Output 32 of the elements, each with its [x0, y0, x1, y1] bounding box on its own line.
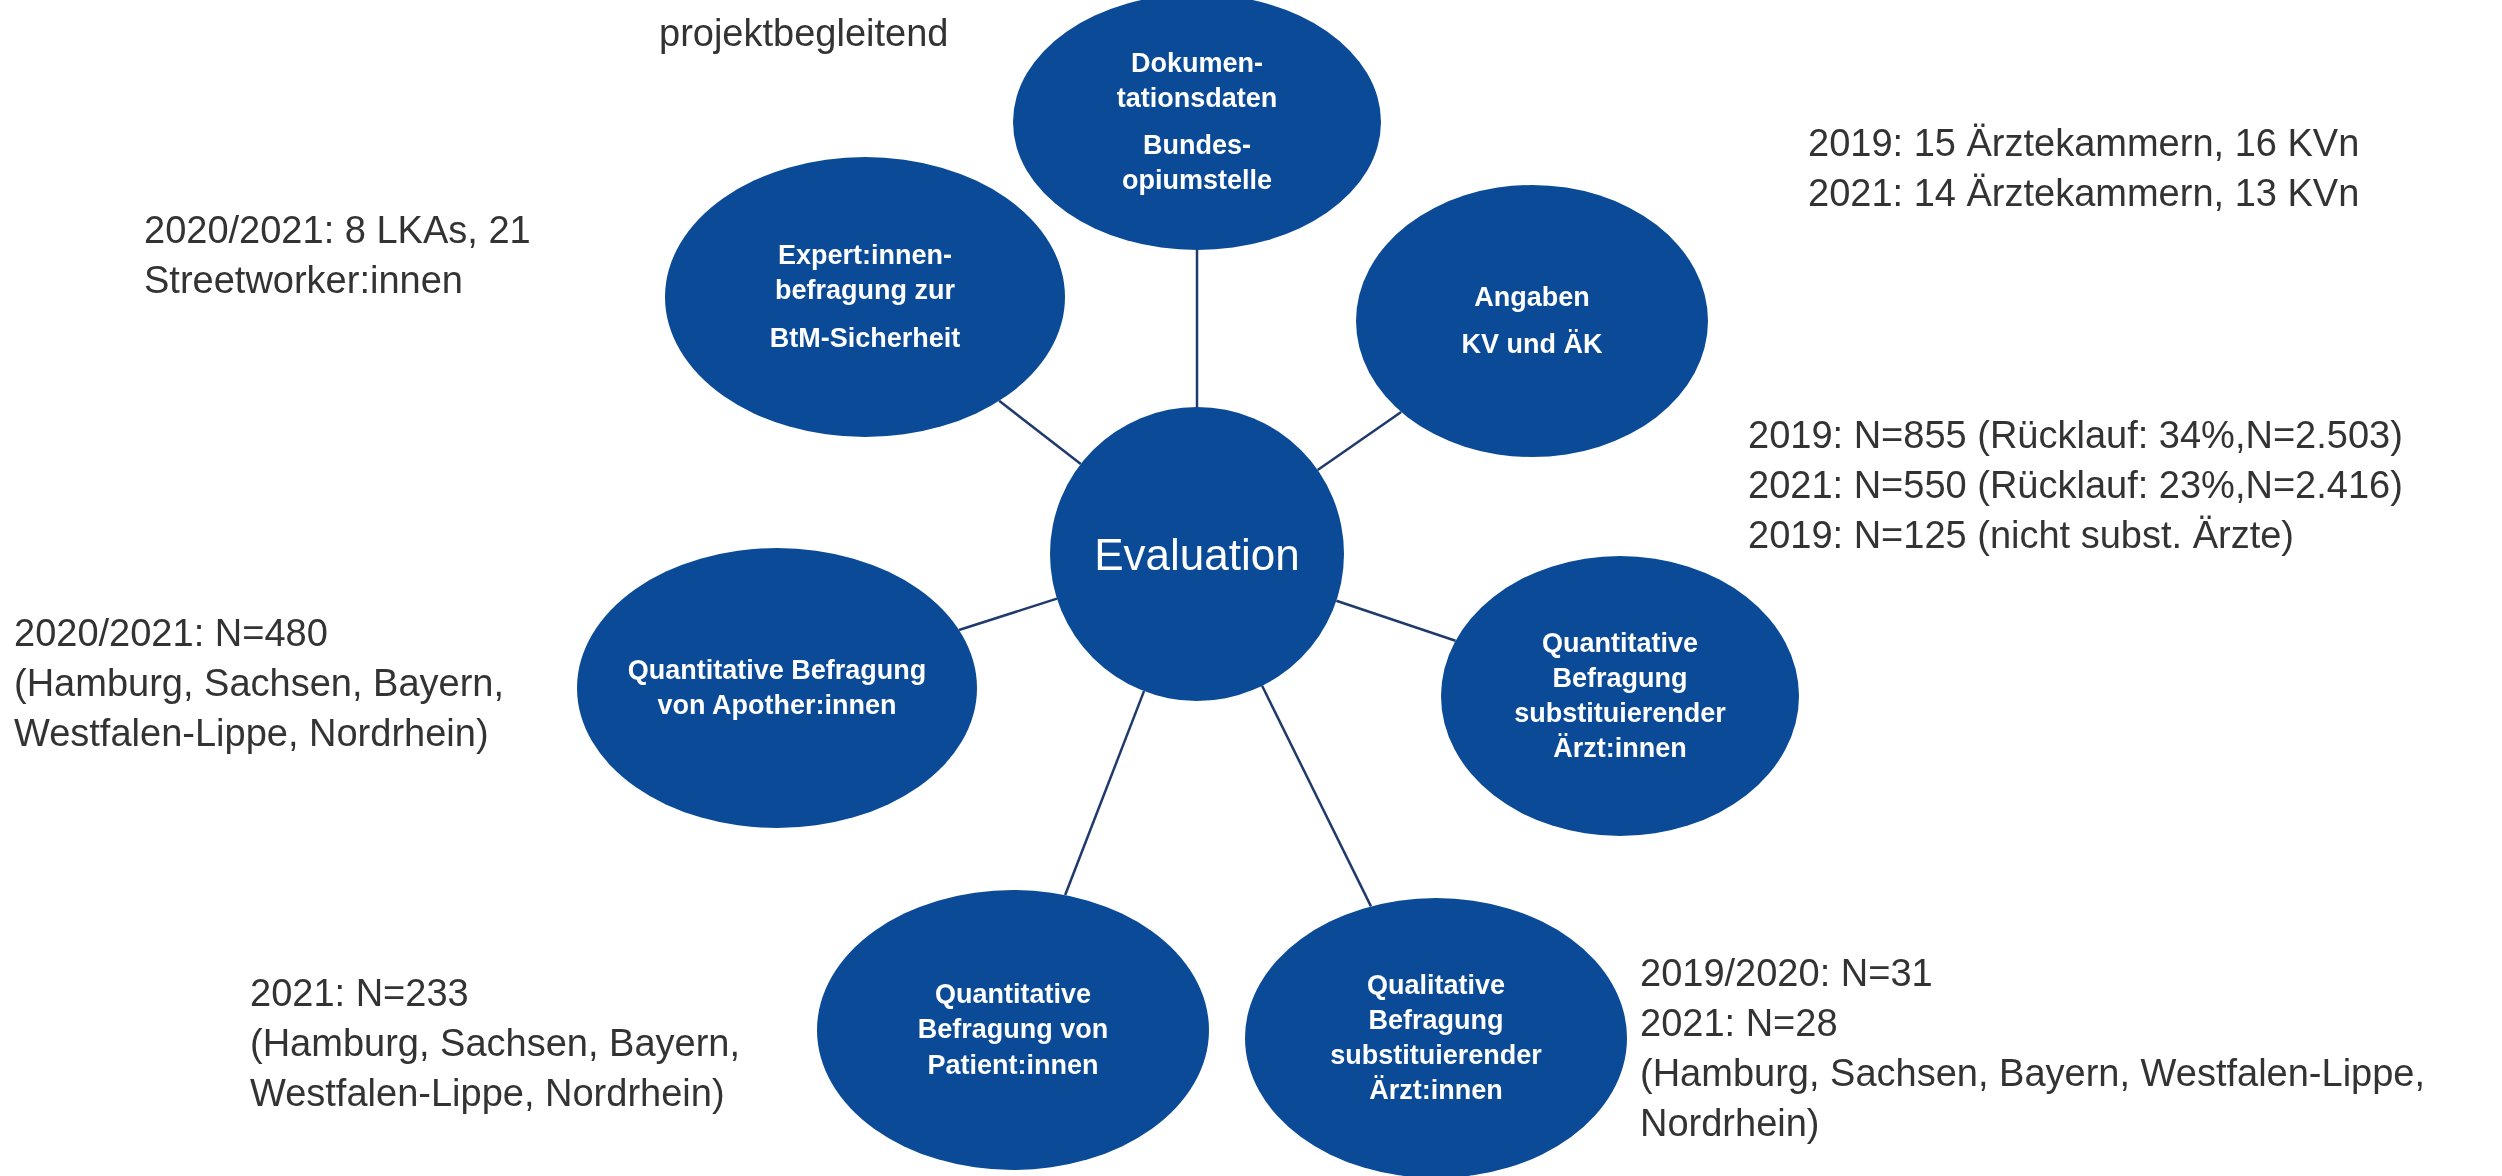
node-label: Quantitative Befragung substituierender Ärzt:innen: [1513, 626, 1727, 766]
annotation-text: 2021: N=550 (Rücklauf: 23%,N=2.416): [1748, 463, 2404, 509]
node-label: Expert:innen- befragung zur: [774, 239, 956, 308]
annotation-text: 2021: 14 Ärztekammern, 13 KVn: [1808, 171, 2361, 217]
connector-line: [998, 399, 1082, 465]
annotation-text: 2021: N=233: [250, 971, 470, 1016]
annotation-text: (Hamburg, Sachsen, Bayern, Westfalen-Lippe, Nordrhein): [250, 1021, 741, 1117]
annotation-text: 2019: 15 Ärztekammern, 16 KVn: [1808, 121, 2361, 166]
annotation-text: (Hamburg, Sachsen, Bayern, Westfalen-Lippe, Nordrhein): [14, 661, 505, 757]
node-label: Quantitative Befragung von Patient:innen: [916, 978, 1110, 1082]
connector-line: [1064, 690, 1146, 896]
annotation-text: (Hamburg, Sachsen, Bayern, Westfalen-Lippe, Nordrhein): [1640, 1051, 2427, 1147]
node-label: KV und ÄK: [1460, 328, 1604, 361]
annotation-text: 2020/2021: 8 LKAs, 21 Streetworker:innen: [144, 208, 532, 304]
center-label: Evaluation: [1093, 528, 1301, 581]
node-label: Dokumen- tationsdaten: [1115, 46, 1279, 115]
annotation-text: 2019/2020: N=31: [1640, 951, 1934, 996]
annotation-text: projektbegleitend: [659, 11, 950, 56]
annotation-text: 2019: N=125 (nicht subst. Ärzte): [1748, 513, 2295, 559]
connector-line: [1195, 250, 1199, 407]
connector-line: [1260, 685, 1373, 907]
connector-line: [1335, 599, 1456, 642]
connector-line: [958, 597, 1058, 632]
node-label: BtM-Sicherheit: [768, 321, 962, 355]
node-label: Bundes- opiumstelle: [1121, 129, 1273, 198]
node-label: Qualitative Befragung substituierender Ärzt:innen: [1329, 968, 1543, 1108]
node-label: Angaben: [1473, 280, 1591, 314]
annotation-text: 2020/2021: N=480: [14, 611, 329, 656]
annotation-text: 2019: N=855 (Rücklauf: 34%,N=2.503): [1748, 413, 2404, 458]
connector-line: [1316, 410, 1402, 472]
annotation-text: 2021: N=28: [1640, 1001, 1839, 1047]
node-label: Quantitative Befragung von Apother:innen: [627, 653, 927, 722]
